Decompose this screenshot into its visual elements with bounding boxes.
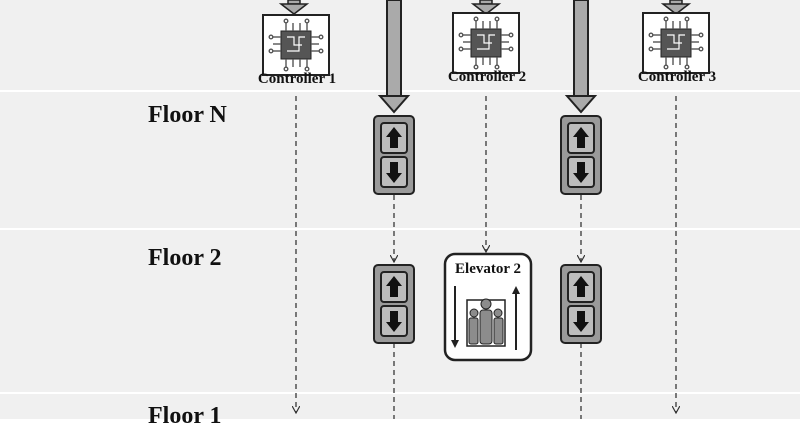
down-arrow-icon[interactable] [381,306,407,336]
floor-1-band [0,394,800,419]
controller-1-label: Controller 1 [257,71,337,87]
floor-1-label: Floor 1 [148,403,222,429]
down-arrow-icon [451,340,459,348]
input-arrow-1 [278,0,310,15]
chip-icon [262,14,330,76]
down-arrow-icon[interactable] [568,157,594,187]
call-panel-floor-2-1[interactable] [373,264,415,344]
elevator-car [443,252,533,362]
call-panel-floor-n-1[interactable] [373,115,415,195]
controller-3-label: Controller 3 [637,69,717,85]
up-arrow-icon[interactable] [381,272,407,302]
shaft-arrow-2 [564,0,598,114]
up-arrow-icon[interactable] [568,272,594,302]
up-arrow-icon[interactable] [381,123,407,153]
input-arrow-3 [660,0,692,15]
elevator-system-diagram [262,0,710,419]
up-arrow-icon [512,286,520,294]
elevator-label: Elevator 2 [455,261,521,277]
chip-icon [642,12,710,74]
up-arrow-icon[interactable] [568,123,594,153]
input-arrow-2 [470,0,502,15]
floor-n-label: Floor N [148,102,227,128]
floor-2-label: Floor 2 [148,245,222,271]
down-arrow-icon[interactable] [568,306,594,336]
call-panel-floor-n-2[interactable] [560,115,602,195]
controller-2-label: Controller 2 [447,69,527,85]
shaft-arrow-1 [377,0,411,114]
down-arrow-icon[interactable] [381,157,407,187]
chip-icon [452,12,520,74]
call-panel-floor-2-2[interactable] [560,264,602,344]
